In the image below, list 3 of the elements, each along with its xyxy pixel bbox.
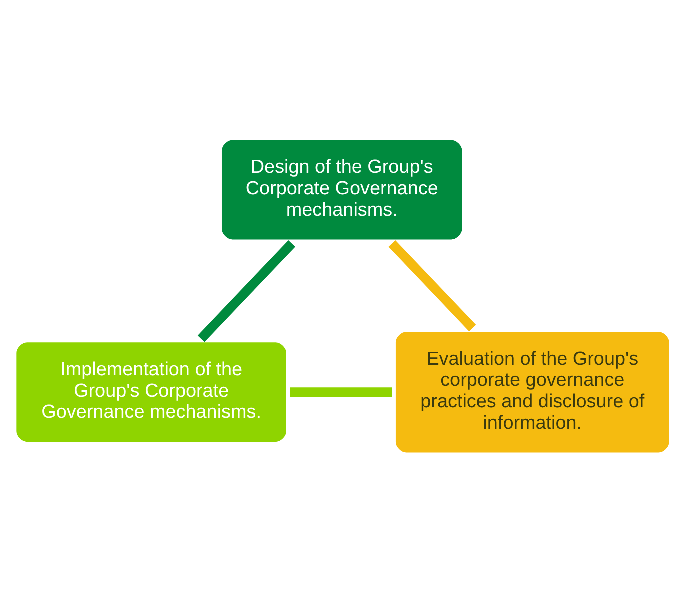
connector xyxy=(198,240,296,342)
connector xyxy=(290,387,392,397)
connector xyxy=(388,240,476,332)
